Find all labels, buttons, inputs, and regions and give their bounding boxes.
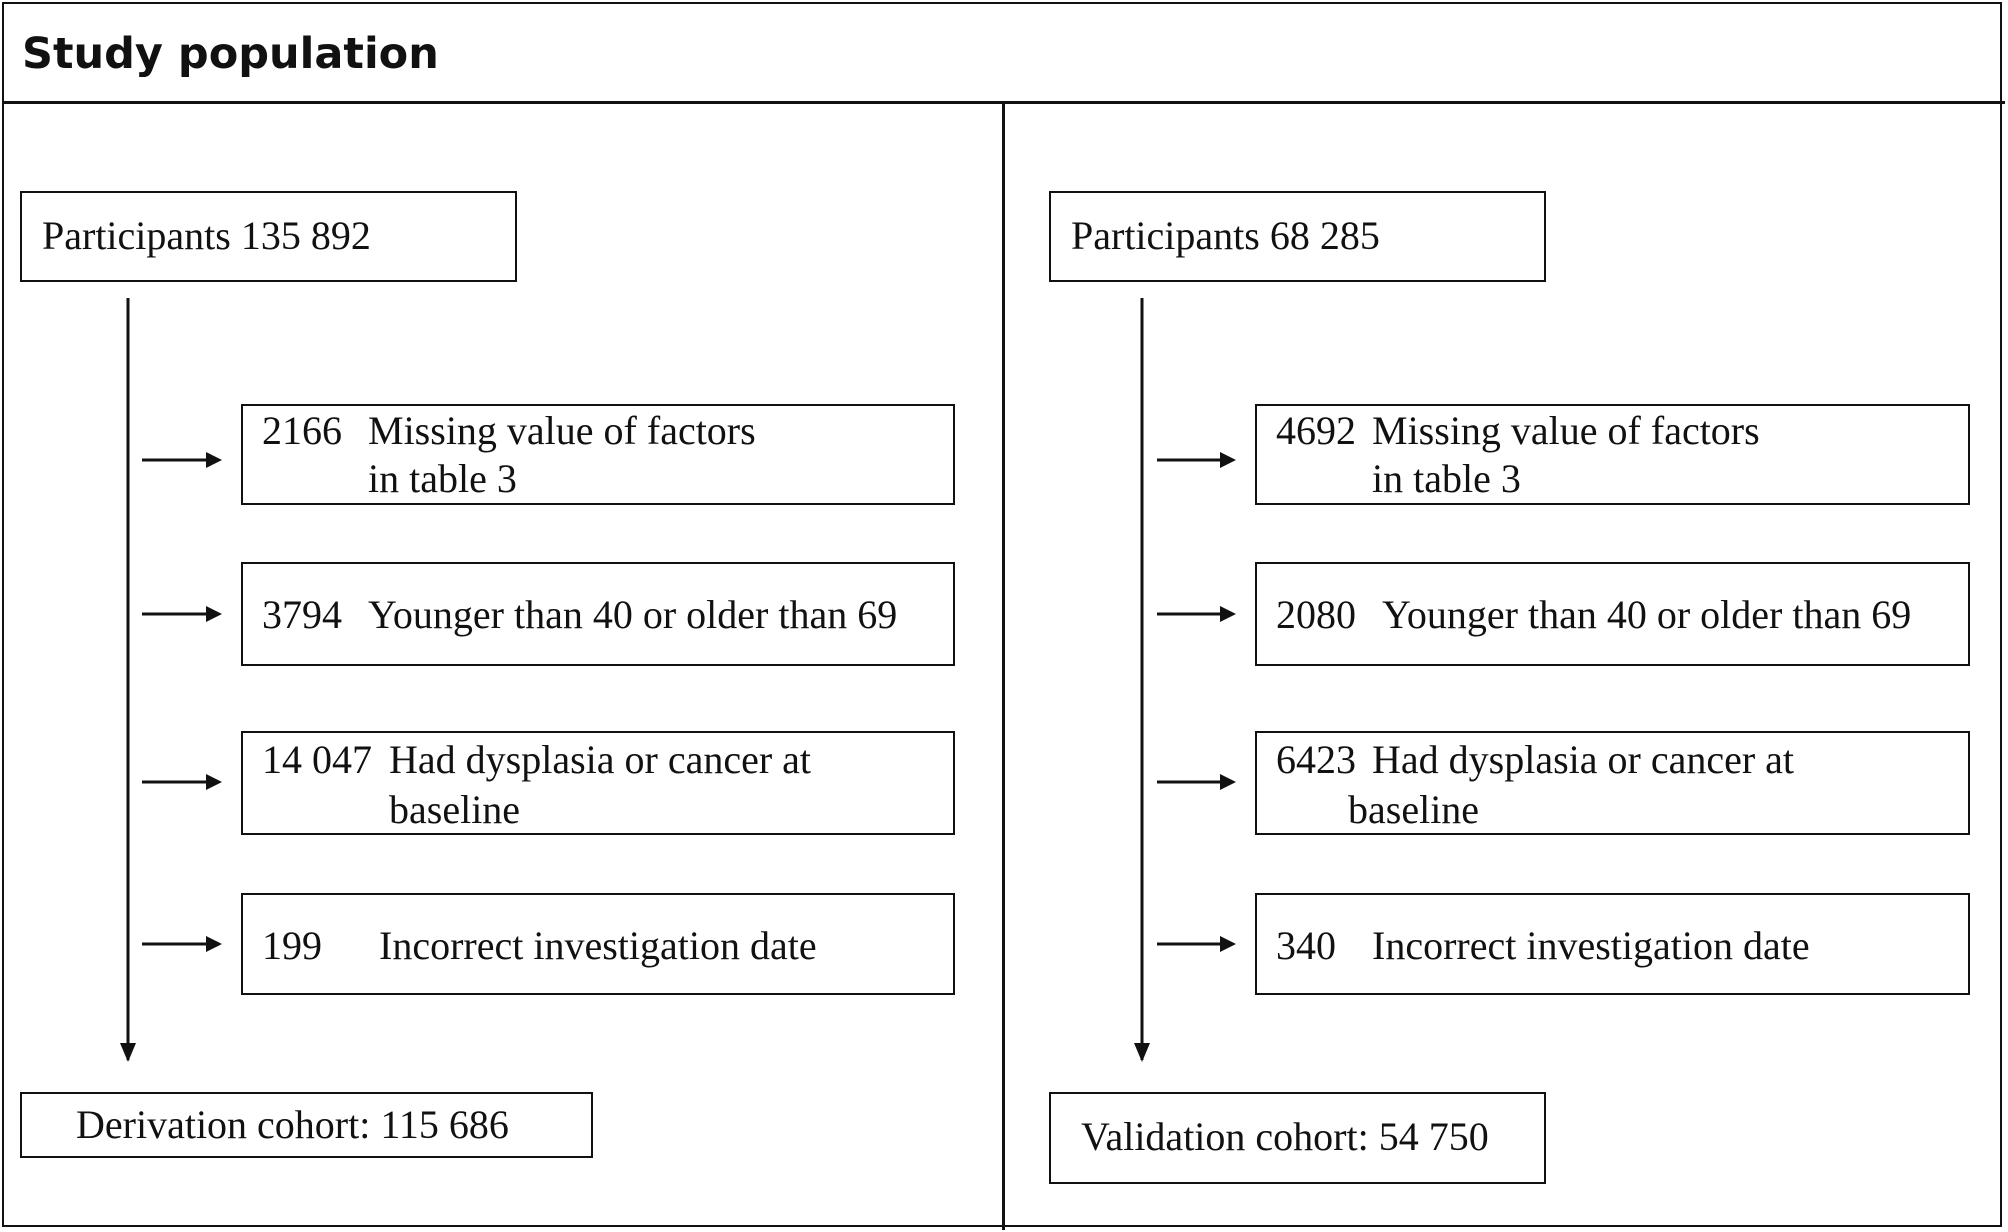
exclusion-count: 2080	[1276, 592, 1356, 637]
derivation-exclusion-box-1: 2166 Missing value of factors in table 3	[241, 404, 955, 505]
validation-exclusion-box-3: 6423 Had dysplasia or cancer at baseline	[1255, 731, 1970, 835]
exclusion-reason-cont: baseline	[1348, 787, 1480, 832]
figure-title: Study population	[22, 29, 439, 79]
validation-cohort-box: Validation cohort: 54 750	[1049, 1092, 1546, 1184]
exclusion-reason-cont: baseline	[389, 787, 521, 832]
validation-cohort-label: Validation cohort: 54 750	[1081, 1114, 1489, 1159]
exclusion-count: 4692	[1276, 408, 1356, 453]
header-divider	[2, 101, 2005, 104]
exclusion-count: 340	[1276, 923, 1336, 968]
exclusion-reason: Had dysplasia or cancer at	[389, 737, 812, 782]
validation-side-arrows	[1157, 452, 1236, 952]
derivation-exclusion-box-3: 14 047 Had dysplasia or cancer at baseli…	[241, 731, 955, 835]
exclusion-reason: Missing value of factors	[368, 408, 756, 453]
validation-exclusion-box-4: 340 Incorrect investigation date	[1255, 893, 1970, 995]
derivation-main-arrowhead	[120, 1043, 136, 1062]
derivation-cohort-label: Derivation cohort: 115 686	[76, 1102, 509, 1147]
exclusion-reason: Incorrect investigation date	[1372, 923, 1810, 968]
exclusion-count: 6423	[1276, 737, 1356, 782]
exclusion-reason: Incorrect investigation date	[379, 923, 817, 968]
validation-participants-box: Participants 68 285	[1049, 191, 1546, 282]
panel-divider	[1002, 103, 1005, 1230]
exclusion-reason: Had dysplasia or cancer at	[1372, 737, 1795, 782]
derivation-exclusion-box-4: 199 Incorrect investigation date	[241, 893, 955, 995]
exclusion-count: 2166	[262, 408, 342, 453]
derivation-participants-label: Participants 135 892	[42, 213, 371, 258]
exclusion-reason-cont: in table 3	[1372, 456, 1521, 501]
exclusion-reason: Missing value of factors	[1372, 408, 1760, 453]
exclusion-count: 14 047	[262, 737, 372, 782]
exclusion-count: 199	[262, 923, 322, 968]
exclusion-reason: Younger than 40 or older than 69	[368, 592, 898, 637]
exclusion-reason-cont: in table 3	[368, 456, 517, 501]
validation-exclusion-box-2: 2080 Younger than 40 or older than 69	[1255, 562, 1970, 666]
derivation-exclusion-box-2: 3794 Younger than 40 or older than 69	[241, 562, 955, 666]
validation-exclusion-box-1: 4692 Missing value of factors in table 3	[1255, 404, 1970, 505]
derivation-cohort-box: Derivation cohort: 115 686	[20, 1092, 593, 1158]
exclusion-reason: Younger than 40 or older than 69	[1382, 592, 1912, 637]
derivation-side-arrows	[142, 452, 222, 952]
validation-participants-label: Participants 68 285	[1071, 213, 1380, 258]
derivation-participants-box: Participants 135 892	[20, 191, 517, 282]
validation-main-arrowhead	[1134, 1043, 1150, 1062]
exclusion-count: 3794	[262, 592, 342, 637]
